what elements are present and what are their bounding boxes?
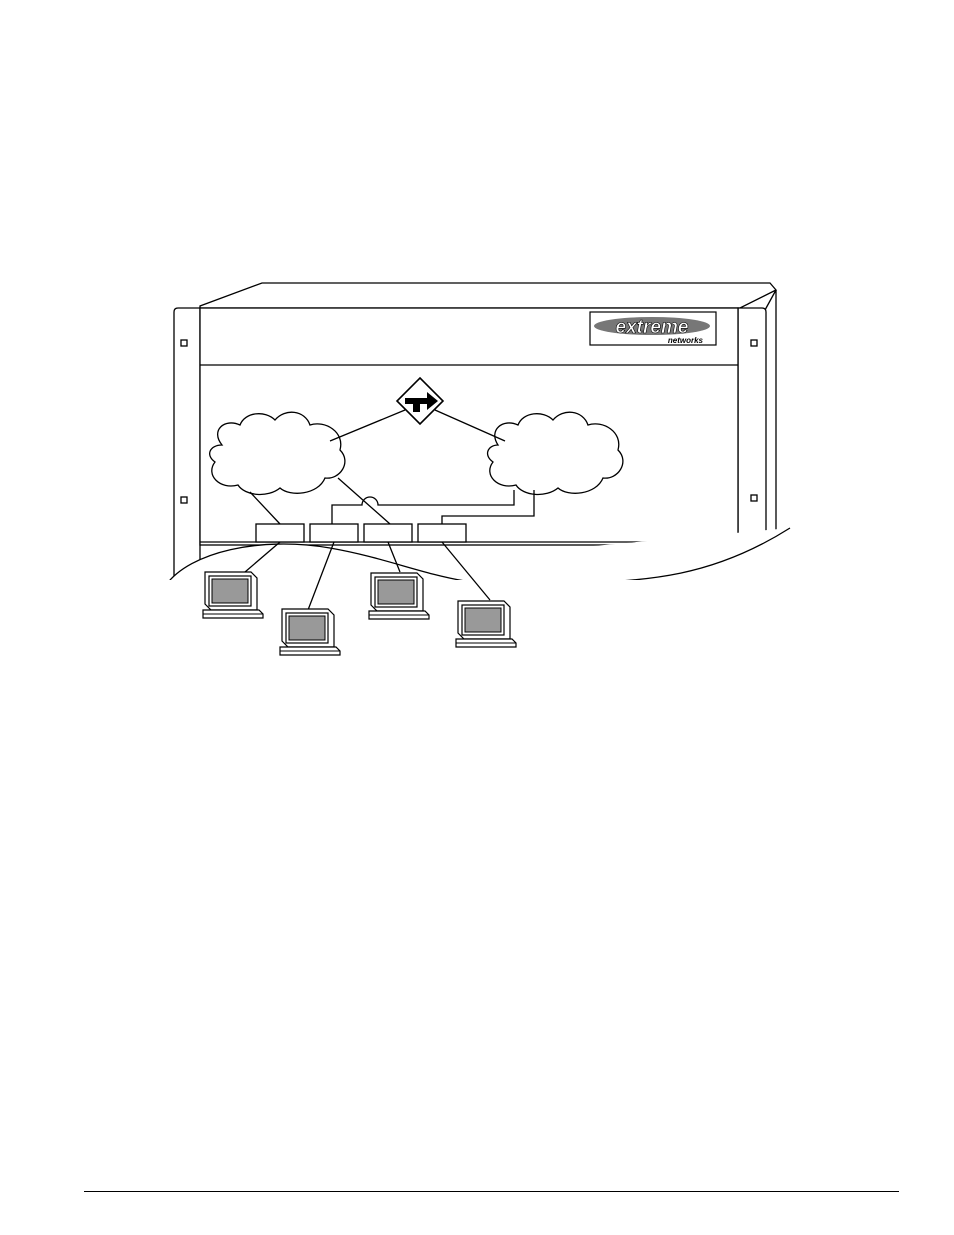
- network-diagram: extreme networks: [0, 0, 954, 700]
- chassis-top: [200, 283, 776, 308]
- workstation-icon: [456, 601, 516, 647]
- workstation-icon: [203, 572, 263, 618]
- port-3: [364, 524, 412, 542]
- right-mounting-ear: [738, 308, 766, 545]
- footer-rule: [84, 1191, 899, 1192]
- extreme-networks-logo: extreme networks: [590, 312, 716, 345]
- port-4: [418, 524, 466, 542]
- logo-brand-text: extreme: [616, 317, 689, 338]
- workstation-icon: [369, 573, 429, 619]
- port-2: [310, 524, 358, 542]
- logo-sub-text: networks: [668, 336, 704, 345]
- left-mounting-ear: [174, 308, 200, 580]
- workstation-icon: [280, 609, 340, 655]
- port-1: [256, 524, 304, 542]
